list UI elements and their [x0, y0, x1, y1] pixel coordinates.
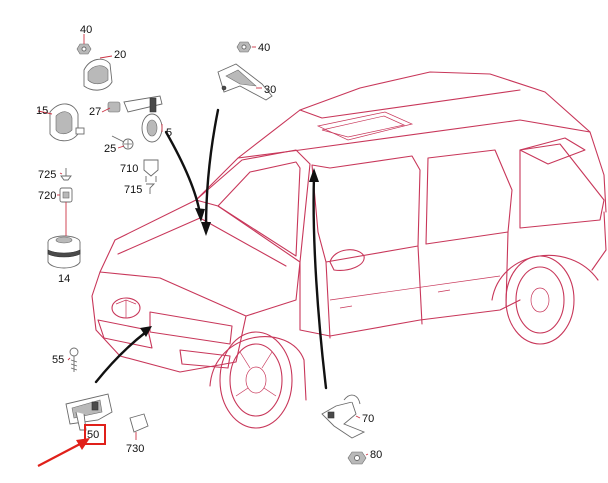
red-pointer-arrow	[37, 438, 90, 467]
callout-40-right: 40	[258, 42, 270, 54]
callout-20: 20	[114, 49, 126, 61]
callout-30: 30	[264, 84, 276, 96]
part-pin-725	[60, 168, 72, 181]
part-bracket-30	[217, 63, 273, 101]
callout-715: 715	[124, 184, 142, 196]
part-nut-40a	[76, 43, 92, 55]
part-pin-715	[146, 183, 156, 194]
callout-70: 70	[362, 413, 374, 425]
highlight-box-50	[84, 424, 106, 445]
callout-80: 80	[370, 449, 382, 461]
part-sensor-70	[321, 394, 366, 439]
part-screw-25	[111, 135, 134, 150]
part-horn-bracket-15	[49, 103, 85, 142]
callout-725: 725	[38, 169, 56, 181]
callout-720: 720	[38, 190, 56, 202]
callout-5: 5	[166, 127, 172, 139]
part-screw-55	[69, 347, 79, 372]
callout-27: 27	[89, 106, 101, 118]
part-bracket-50	[65, 393, 113, 431]
callout-710: 710	[120, 163, 138, 175]
part-nut-80	[347, 451, 367, 465]
leader-lines	[37, 34, 369, 456]
vehicle-outline	[91, 71, 607, 429]
indicator-arrows	[94, 108, 328, 390]
callout-730: 730	[126, 443, 144, 455]
callout-14: 14	[58, 273, 70, 285]
callout-15: 15	[36, 105, 48, 117]
part-connector-720	[59, 187, 73, 203]
callout-40-top: 40	[80, 24, 92, 36]
callout-labels: 40 20 15 27 25 710 715 5 725 720 14 40 3…	[36, 24, 382, 461]
part-cover-20	[83, 58, 113, 91]
callout-55: 55	[52, 354, 64, 366]
callout-50: 50	[87, 429, 99, 441]
part-nut-40b	[236, 41, 252, 53]
part-connector-710	[143, 159, 159, 182]
part-clip-730	[129, 413, 149, 433]
part-bracket-27	[107, 95, 163, 113]
part-horn-5	[141, 113, 163, 143]
callout-25: 25	[104, 143, 116, 155]
part-horn-14	[47, 235, 81, 269]
